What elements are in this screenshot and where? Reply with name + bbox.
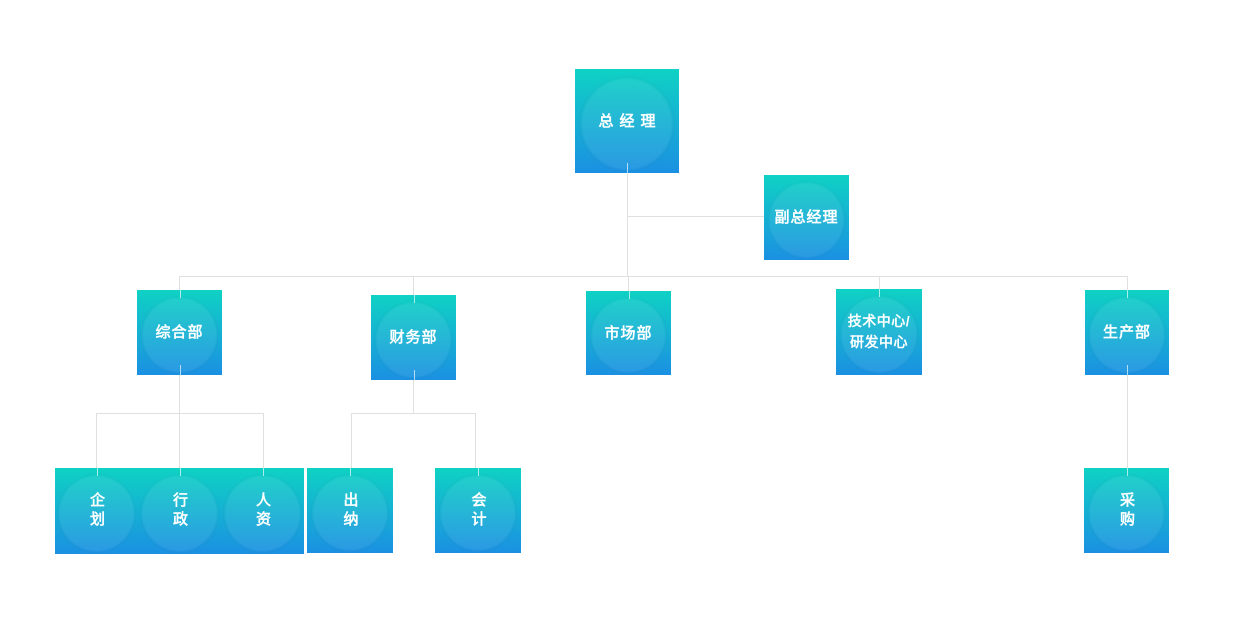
org-node-label: 企划 — [88, 492, 105, 530]
org-node-sub-planning: 企划 — [55, 468, 138, 554]
org-node-label: 综合部 — [155, 324, 204, 341]
org-node-label: 人资 — [254, 492, 271, 530]
org-node-label: 总经理 — [598, 112, 662, 130]
org-node-label: 技术中心/ 研发中心 — [847, 313, 911, 350]
connector-general-down — [179, 375, 180, 413]
org-node-label: 出纳 — [341, 491, 359, 530]
connector-root-down — [627, 173, 628, 276]
connector-drop-hr — [263, 413, 264, 468]
connector-stub-production — [1127, 276, 1128, 290]
connector-root-deputy — [627, 216, 764, 217]
org-node-sub-cashier: 出纳 — [307, 468, 393, 553]
connector-finance-down — [413, 380, 414, 413]
connector-stub-finance — [413, 276, 414, 295]
connector-drop-planning — [96, 413, 97, 468]
org-node-label: 副总经理 — [774, 209, 839, 226]
org-node-dept-tech-rd: 技术中心/ 研发中心 — [836, 289, 922, 375]
org-node-label: 行政 — [171, 492, 188, 530]
org-node-label: 市场部 — [604, 324, 653, 342]
org-node-sub-admin: 行政 — [138, 468, 221, 554]
org-node-dept-finance: 财务部 — [371, 295, 456, 380]
org-node-sub-accounting: 会计 — [435, 468, 521, 553]
connector-finance-horizontal — [351, 413, 475, 414]
org-node-dept-production: 生产部 — [1085, 290, 1169, 375]
org-node-sub-hr: 人资 — [221, 468, 304, 554]
connector-drop-accounting — [475, 413, 476, 468]
connector-production-down — [1127, 375, 1128, 468]
connector-stub-general — [179, 276, 180, 290]
org-node-general-manager: 总经理 — [575, 69, 679, 173]
org-node-dept-general: 综合部 — [137, 290, 222, 375]
org-node-sub-purchasing: 采购 — [1084, 468, 1169, 553]
org-node-label: 采购 — [1118, 491, 1135, 530]
org-node-label: 财务部 — [389, 329, 438, 346]
connector-stub-market — [628, 276, 629, 291]
connector-main-horizontal — [179, 276, 1127, 277]
connector-drop-admin — [179, 413, 180, 468]
org-node-label: 生产部 — [1102, 324, 1151, 341]
org-node-deputy-general-manager: 副总经理 — [764, 175, 849, 260]
connector-drop-cashier — [351, 413, 352, 468]
org-node-dept-marketing: 市场部 — [586, 291, 671, 375]
connector-stub-tech — [879, 276, 880, 289]
org-node-label: 会计 — [469, 491, 487, 530]
